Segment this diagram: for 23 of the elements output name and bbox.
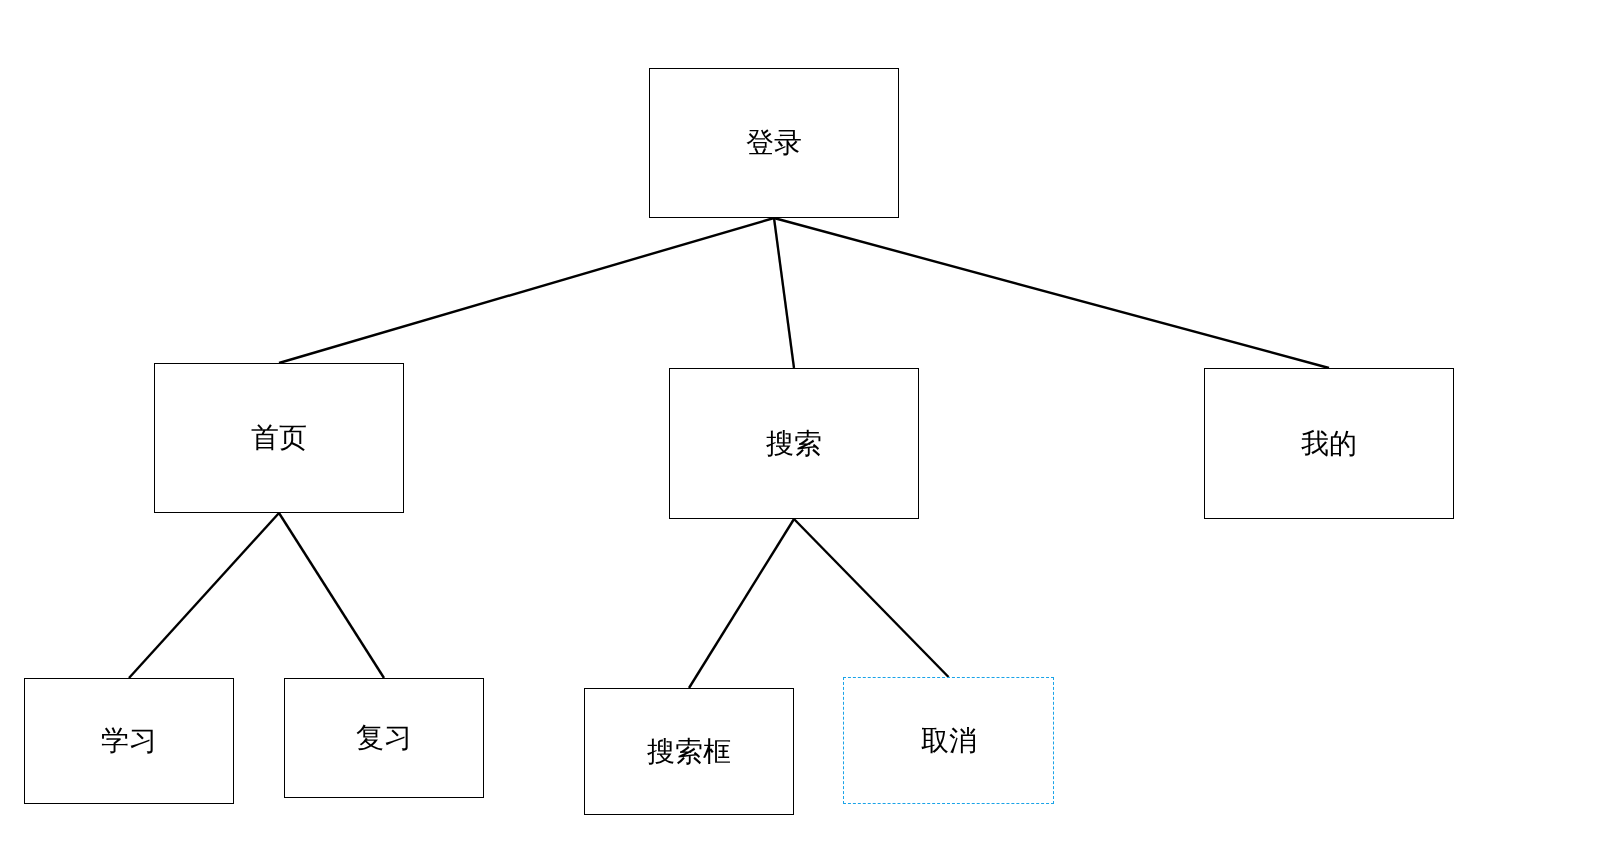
page-box [24,678,234,804]
box-label: 学习 [101,724,157,758]
box-label: 取消 [920,723,977,758]
connector-line [278,216,775,365]
page-box [284,678,484,798]
box-label: 搜索 [766,426,822,461]
connector-line [773,216,1330,370]
connector-line [128,512,280,679]
box-label: 首页 [251,421,307,455]
connector-line [688,518,795,689]
connector-line [793,518,950,678]
page-box [1204,368,1454,519]
box-label: 我的 [1301,426,1357,461]
page-box [843,677,1054,804]
page-box [649,68,899,218]
box-label: 登录 [746,126,802,160]
box-label: 搜索框 [647,734,731,769]
page-box [584,688,794,815]
connector-line [772,217,796,369]
page-box [669,368,919,519]
connector-line [278,512,385,679]
page-box [154,363,404,513]
box-label: 复习 [356,721,412,755]
